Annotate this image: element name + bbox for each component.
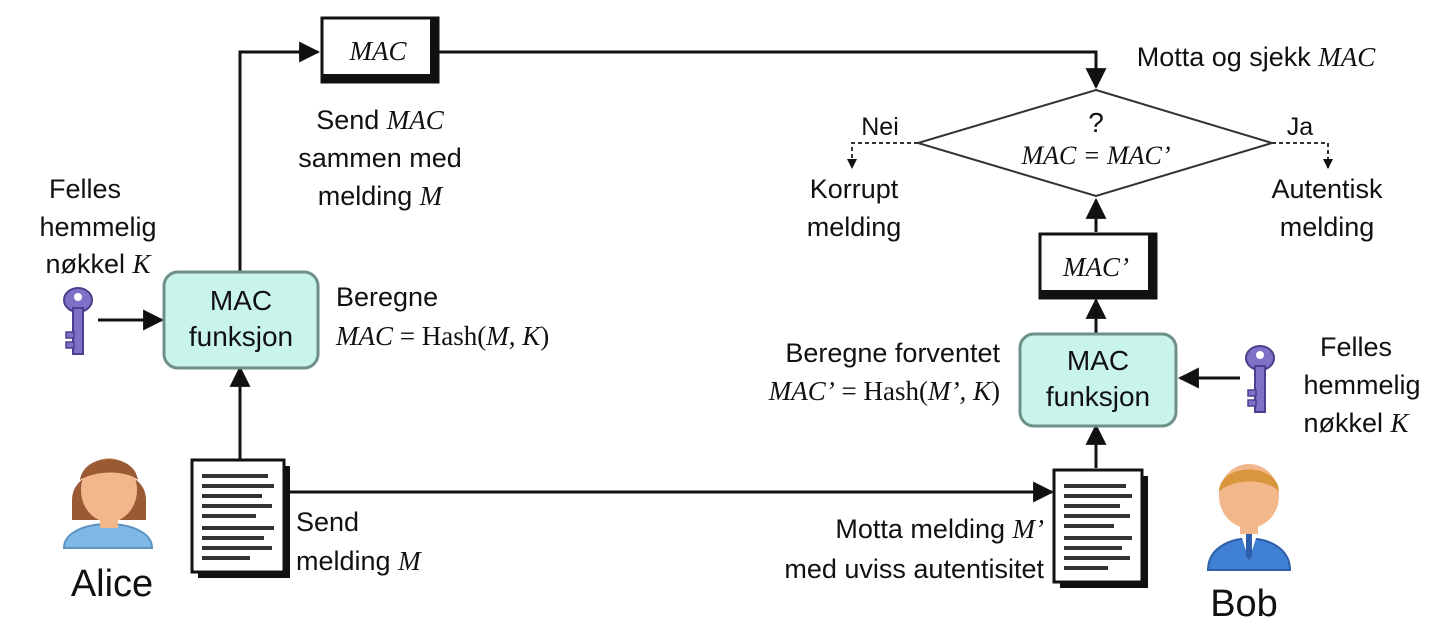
send-mac-line3: melding M: [318, 181, 444, 211]
alice-compute-formula: MAC = Hash(M, K): [335, 321, 549, 351]
alice-key-icon: [63, 287, 93, 355]
mac-token: MAC: [320, 16, 440, 84]
alice-avatar: [62, 458, 154, 549]
bob-avatar: [1206, 464, 1292, 571]
corrupt-message-line2: melding: [807, 212, 902, 242]
bob-key-label-line1: Felles: [1320, 332, 1392, 362]
alice-key-label-line2: hemmelig: [39, 212, 156, 242]
alice-mac-function-line2: funksjon: [189, 321, 293, 352]
receive-message-line2: med uviss autentisitet: [784, 554, 1044, 584]
alice-key-label-line3: nøkkel K: [45, 249, 152, 279]
bob-mac-function: MAC funksjon: [1018, 332, 1178, 428]
receive-check-label: Motta og sjekk MAC: [1137, 42, 1377, 72]
bob-mac-function-line1: MAC: [1067, 345, 1129, 376]
mac-prime-token: MAC’: [1038, 232, 1158, 300]
bob-compute-label: Beregne forventet: [785, 338, 1000, 368]
mac-token-label: MAC: [349, 36, 408, 66]
bob-mac-function-line2: funksjon: [1046, 381, 1150, 412]
comparison-formula: MAC = MAC’: [1021, 141, 1171, 170]
bob-key-label-line3: nøkkel K: [1303, 408, 1410, 438]
yes-label: Ja: [1287, 113, 1314, 141]
bob-compute-formula: MAC’ = Hash(M’, K): [768, 376, 1000, 406]
branch-yes: [1272, 142, 1333, 169]
authentic-message-line2: melding: [1280, 212, 1375, 242]
alice-mac-function-line1: MAC: [210, 285, 272, 316]
mac-prime-token-label: MAC’: [1062, 252, 1129, 282]
send-mac-line2: sammen med: [298, 143, 462, 173]
send-mac-line1: Send MAC: [316, 105, 445, 135]
branch-no: [847, 142, 918, 169]
comparison-question: ?: [1088, 107, 1104, 138]
bob-key-label-line2: hemmelig: [1303, 370, 1420, 400]
alice-document-icon: [190, 458, 290, 578]
send-message-line2: melding M: [296, 546, 422, 576]
outcome-branches: [847, 142, 1333, 169]
bob-name: Bob: [1210, 583, 1278, 625]
alice-key-label-line1: Felles: [49, 174, 121, 204]
corrupt-message-line1: Korrupt: [810, 174, 899, 204]
authentic-message-line1: Autentisk: [1271, 174, 1383, 204]
arrow-mac-token-to-compare: [438, 50, 1107, 90]
bob-document-icon: [1052, 468, 1148, 588]
receive-message-line1: Motta melding M’: [835, 514, 1044, 544]
arrow-mac-function-to-mac-token: [238, 41, 321, 272]
comparison-diamond: ? MAC = MAC’: [914, 88, 1276, 198]
alice-mac-function: MAC funksjon: [162, 270, 320, 370]
no-label: Nei: [861, 113, 899, 141]
alice-name: Alice: [71, 563, 153, 605]
bob-key-icon: [1245, 345, 1275, 413]
connectors: [98, 41, 1240, 503]
alice-compute-label: Beregne: [336, 282, 438, 312]
send-message-line1: Send: [296, 507, 359, 537]
